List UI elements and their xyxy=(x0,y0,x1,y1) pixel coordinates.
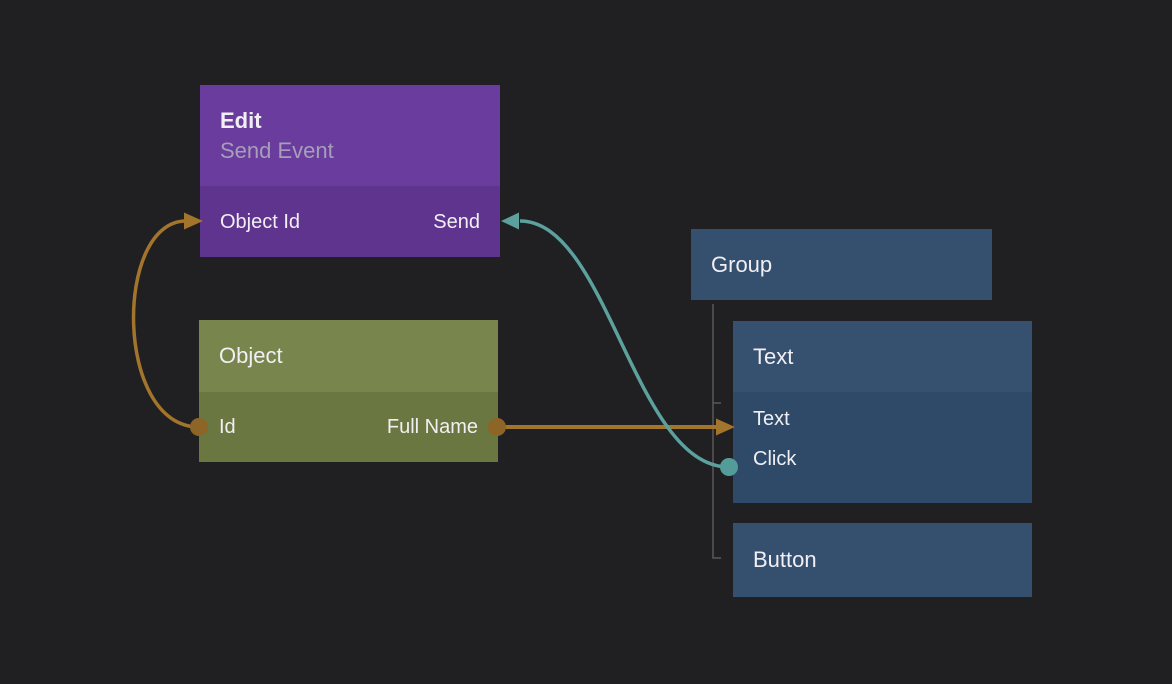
node-object-body[interactable]: Id Full Name xyxy=(199,392,498,462)
link-id-to-object-id[interactable] xyxy=(131,219,200,429)
node-edit-body[interactable]: Object Id Send xyxy=(200,186,500,257)
node-edit-title: Edit xyxy=(220,107,262,133)
port-send[interactable]: Send xyxy=(433,210,480,233)
port-click[interactable]: Click xyxy=(753,448,797,470)
node-text-title: Text xyxy=(753,343,794,369)
node-button-header[interactable]: Button xyxy=(733,523,1032,597)
group-tree-line xyxy=(712,304,721,559)
port-id[interactable]: Id xyxy=(219,416,236,438)
node-text-body[interactable]: Text Click xyxy=(733,392,1032,503)
link-click-to-send-arrowhead xyxy=(501,212,519,230)
node-group[interactable]: Group xyxy=(691,229,992,300)
port-full-name[interactable]: Full Name xyxy=(386,416,478,438)
node-object-header[interactable]: Object xyxy=(199,320,498,392)
node-edit-header[interactable]: Edit Send Event xyxy=(200,85,500,186)
node-text[interactable]: Text Text Click xyxy=(733,321,1032,503)
node-edit[interactable]: Edit Send Event Object Id Send xyxy=(200,85,500,257)
port-object-id[interactable]: Object Id xyxy=(220,210,301,233)
node-group-header[interactable]: Group xyxy=(691,229,992,300)
node-edit-subtitle: Send Event xyxy=(220,137,334,163)
node-object-title: Object xyxy=(219,343,283,368)
node-button-title: Button xyxy=(753,547,817,572)
node-object[interactable]: Object Id Full Name xyxy=(199,320,498,462)
node-text-header[interactable]: Text xyxy=(733,321,1032,392)
node-group-title: Group xyxy=(711,251,773,277)
node-button[interactable]: Button xyxy=(733,523,1032,597)
port-text[interactable]: Text xyxy=(753,408,790,430)
